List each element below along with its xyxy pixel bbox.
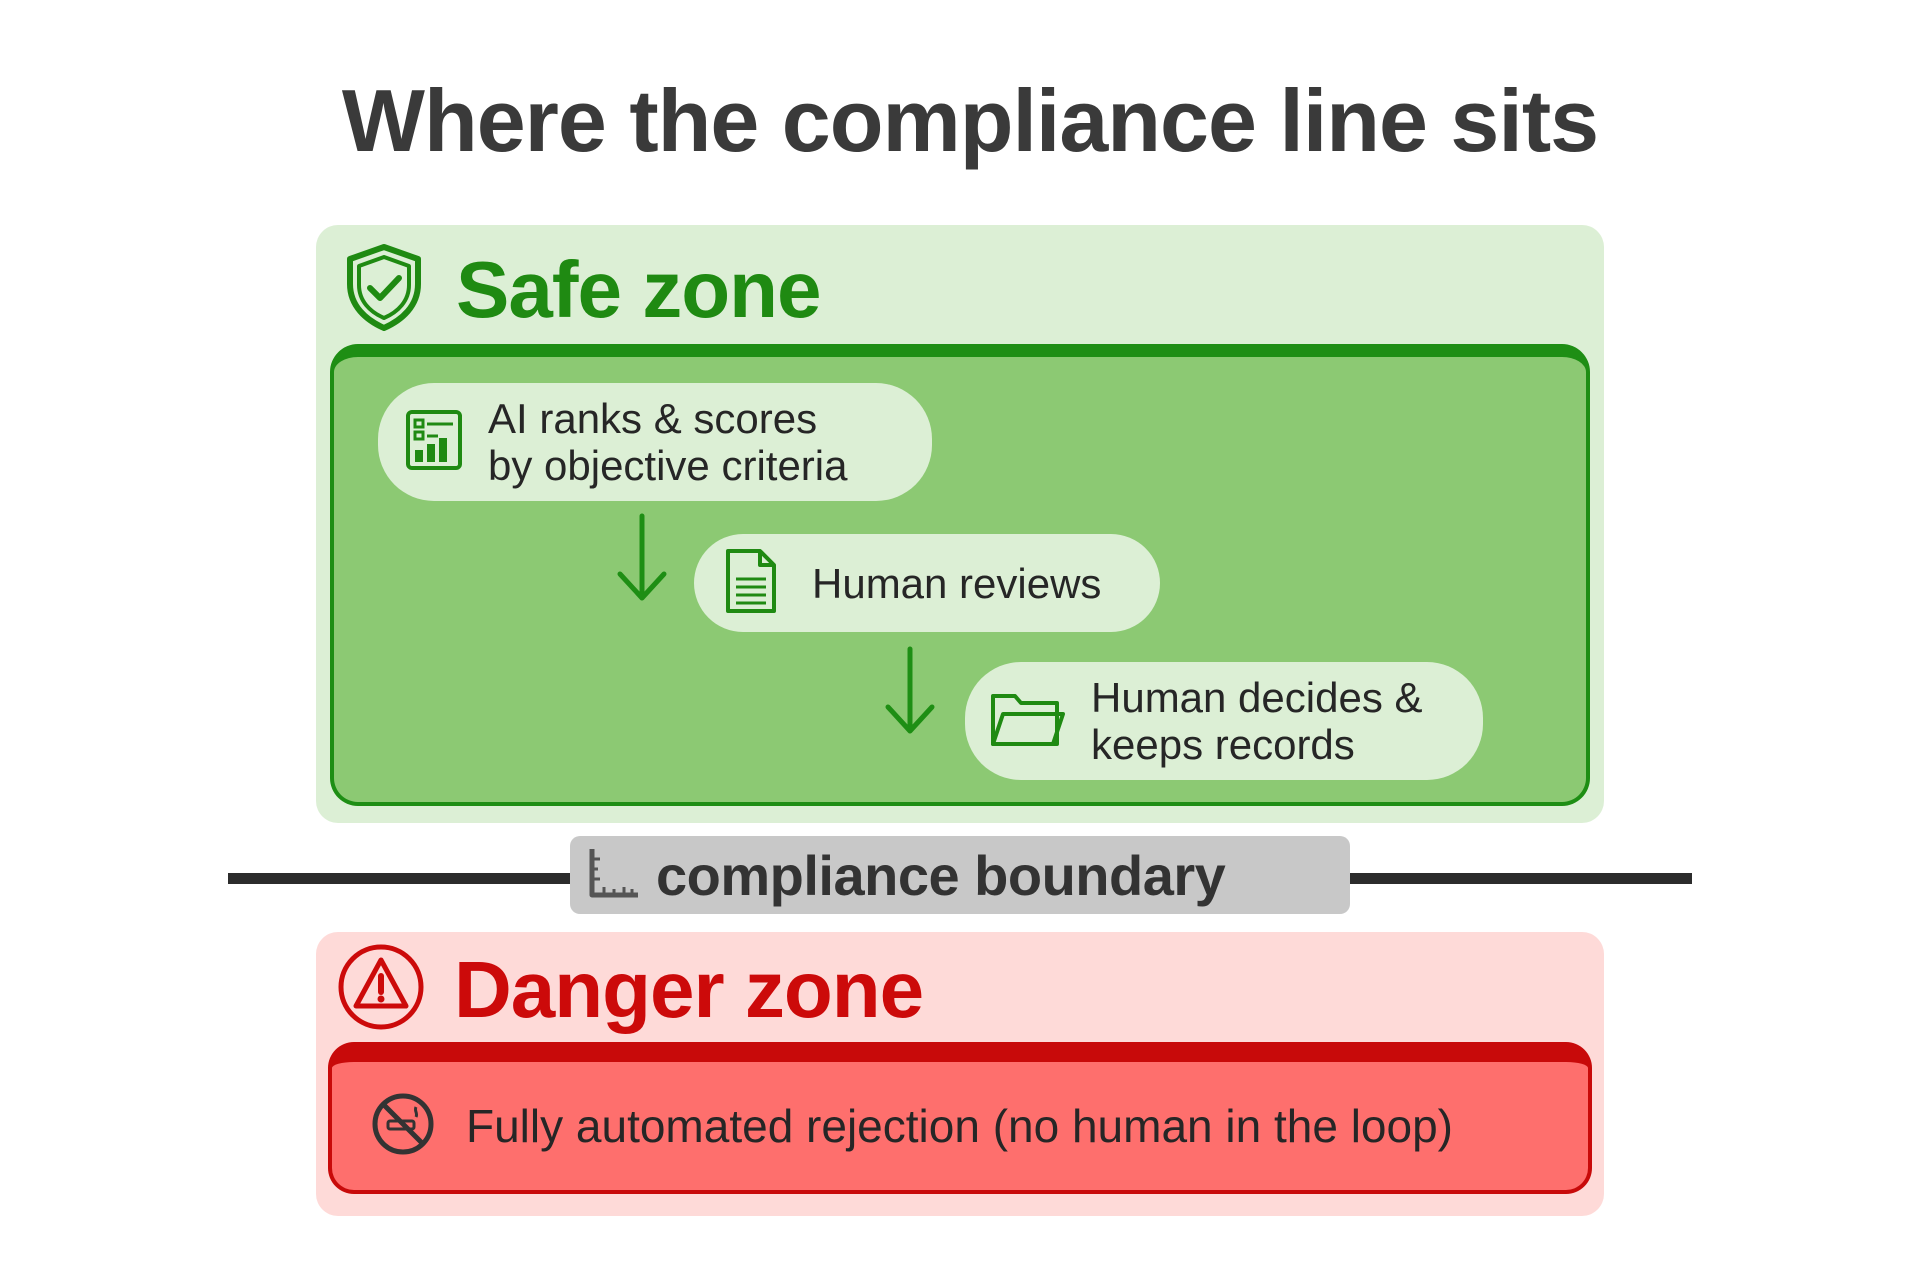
- step-ai-ranks: AI ranks & scores by objective criteria: [378, 383, 932, 501]
- step-text: Human reviews: [812, 559, 1102, 607]
- warning-icon: [336, 942, 426, 1037]
- document-icon: [724, 547, 778, 620]
- step-text: Human decides & keeps records: [1091, 674, 1423, 768]
- step-human-reviews: Human reviews: [694, 534, 1160, 632]
- folder-icon: [989, 688, 1067, 755]
- danger-zone-title: Danger zone: [454, 944, 924, 1034]
- danger-zone-heading: Danger zone: [336, 942, 924, 1037]
- compliance-boundary-text: compliance boundary: [656, 843, 1226, 907]
- arrow-down-icon: [612, 512, 672, 609]
- prohibited-icon: [370, 1091, 436, 1162]
- step-text: AI ranks & scores by objective criteria: [488, 395, 848, 489]
- step-human-decides: Human decides & keeps records: [965, 662, 1483, 780]
- danger-zone-item-box: Fully automated rejection (no human in t…: [328, 1042, 1592, 1194]
- safe-zone-title: Safe zone: [456, 244, 821, 334]
- arrow-down-icon: [880, 645, 940, 742]
- safe-zone-heading: Safe zone: [342, 242, 821, 337]
- shield-check-icon: [342, 242, 426, 337]
- ruler-icon: [586, 845, 642, 906]
- page-title: Where the compliance line sits: [341, 71, 1599, 170]
- compliance-boundary-label: compliance boundary: [570, 836, 1350, 914]
- chart-icon: [404, 408, 464, 477]
- danger-zone-text: Fully automated rejection (no human in t…: [466, 1100, 1454, 1152]
